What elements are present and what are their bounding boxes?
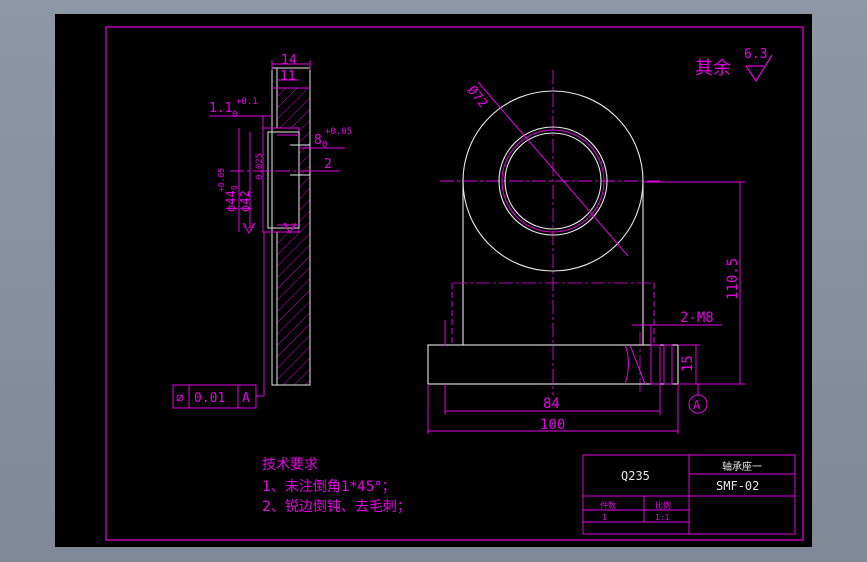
- dim-dia-44: ϕ44: [224, 190, 238, 212]
- tolerance-symbol: ⌀: [176, 391, 184, 406]
- dim-11: 11: [280, 69, 296, 84]
- dim-15: 15: [680, 355, 696, 372]
- tech-req-item-2: 2、锐边倒钝、去毛刺；: [262, 499, 411, 515]
- title-qty: 1: [602, 513, 607, 522]
- tech-req-item-1: 1、未注倒角1*45°；: [262, 479, 396, 495]
- dim-14: 14: [281, 53, 297, 68]
- section-view: [210, 60, 345, 397]
- tolerance-value: 0.01: [194, 391, 225, 406]
- title-material: Q235: [621, 469, 650, 483]
- dim-84: 84: [543, 396, 560, 412]
- dim-2: 2: [324, 157, 332, 172]
- drawing-sheet: [55, 14, 812, 547]
- roughness-mark-2: 3.2: [284, 223, 295, 230]
- roughness-note-label: 其余: [695, 58, 731, 79]
- dim-dia-42: ϕ42: [238, 190, 252, 212]
- dim-110-5: 110.5: [725, 258, 741, 300]
- dim-1-1-tol-low: 0: [232, 110, 237, 120]
- tech-req-heading: 技术要求: [262, 457, 318, 473]
- dim-dia-42-tol: 0.025: [255, 153, 265, 180]
- roughness-note-value: 6.3: [744, 47, 767, 62]
- roughness-mark-1: 3.2: [243, 223, 254, 230]
- dim-100: 100: [540, 417, 565, 433]
- dim-1-1-tol-up: +0.1: [236, 97, 258, 107]
- section-outline: [271, 67, 311, 386]
- dim-dia-44-tol-up: +0.05: [217, 168, 226, 192]
- dim-8: 8: [314, 133, 322, 148]
- title-block: [582, 454, 796, 535]
- drawing-border: [105, 26, 804, 541]
- dim-1-1: 1.1: [209, 101, 232, 116]
- geometric-tolerance-frame: [172, 384, 257, 409]
- dim-8-tol-up: +0.05: [325, 127, 352, 137]
- roughness-symbol: [745, 54, 773, 83]
- dim-dia-44-tol-low: 0: [230, 185, 239, 190]
- title-part-name: 轴承座一: [722, 460, 762, 473]
- title-scale-label: 比例: [655, 500, 671, 510]
- title-scale: 1:1: [655, 513, 670, 522]
- dim-2-m8: 2-M8: [680, 310, 714, 326]
- dim-8-tol-low: 0: [322, 140, 327, 150]
- title-drawing-no: SMF-02: [716, 479, 759, 493]
- title-qty-label: 件数: [600, 500, 616, 510]
- tolerance-datum: A: [242, 391, 250, 406]
- datum-a-label: A: [693, 398, 701, 412]
- front-view: [427, 70, 745, 434]
